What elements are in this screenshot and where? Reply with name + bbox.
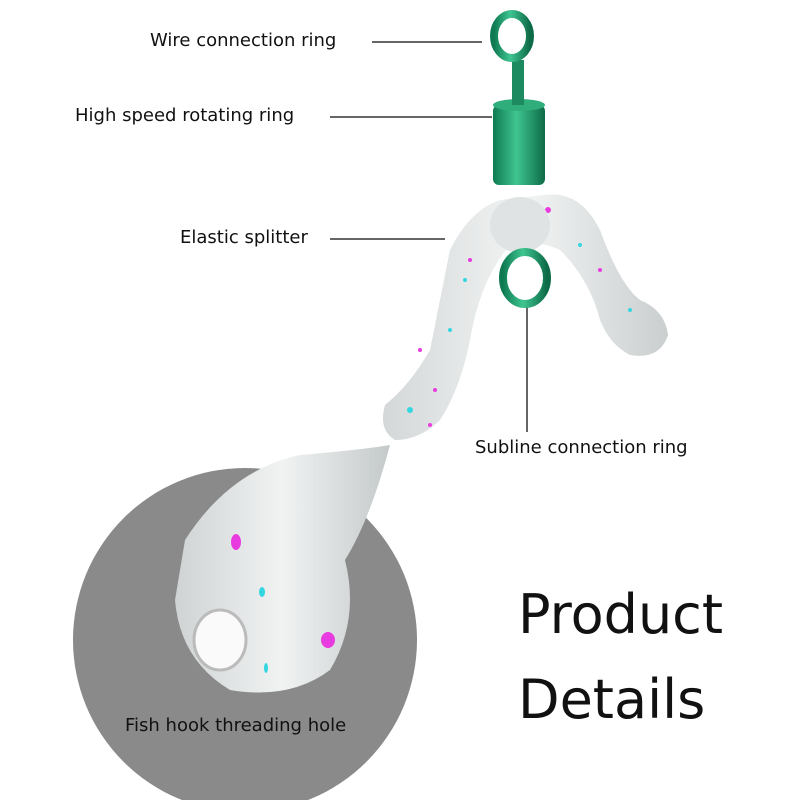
label-fish-hook-hole: Fish hook threading hole (125, 715, 347, 736)
label-rotating-ring: High speed rotating ring (75, 105, 295, 126)
label-elastic-splitter: Elastic splitter (180, 227, 308, 248)
label-wire-connection-ring: Wire connection ring (150, 30, 337, 51)
title-line-1: Product (518, 583, 724, 646)
threading-hole (192, 608, 248, 672)
elastic-splitter (382, 194, 668, 440)
leader-lines (330, 41, 528, 432)
rotating-ring (493, 105, 545, 185)
title-line-2: Details (518, 668, 706, 731)
wire-connection-ring (490, 10, 534, 62)
subline-connection-ring (499, 248, 551, 308)
label-subline-connection-ring: Subline connection ring (475, 437, 688, 458)
